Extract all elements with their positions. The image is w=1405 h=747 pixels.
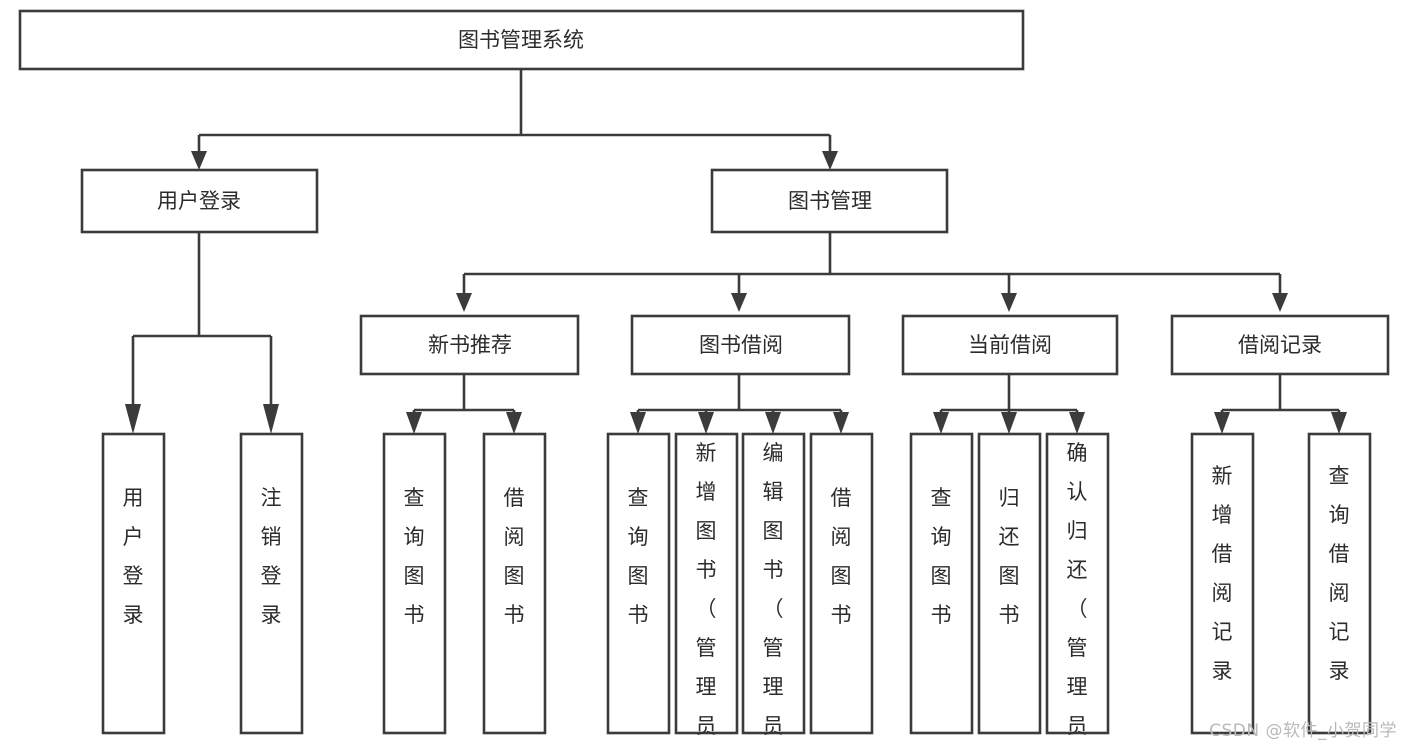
node-current-borrow-label: 当前借阅 bbox=[968, 333, 1052, 357]
node-new-book-rec-label: 新书推荐 bbox=[428, 333, 512, 357]
node-leaf-return-book-box[interactable] bbox=[977, 432, 1042, 735]
node-leaf-query-record[interactable]: 查询借阅记录 bbox=[1307, 432, 1372, 735]
arrow-head-icon bbox=[630, 412, 646, 434]
arrow-head-icon bbox=[1272, 293, 1288, 312]
node-leaf-logout-box[interactable] bbox=[239, 432, 304, 735]
arrow-head-icon bbox=[933, 412, 949, 434]
node-leaf-add-record[interactable]: 新增借阅记录 bbox=[1190, 432, 1255, 735]
node-book-manage[interactable]: 图书管理 bbox=[710, 168, 949, 234]
node-leaf-query-book-1[interactable]: 查询图书 bbox=[382, 432, 447, 735]
arrow-head-icon bbox=[406, 412, 422, 434]
connector-book-manage-to-level3 bbox=[456, 232, 1288, 312]
node-borrow-record-box[interactable] bbox=[1170, 314, 1390, 376]
node-leaf-borrow-book-1-label: 借阅图书 bbox=[504, 486, 525, 627]
node-user-login[interactable]: 用户登录 bbox=[80, 168, 319, 234]
node-leaf-return-book-label: 归还图书 bbox=[999, 486, 1020, 627]
node-leaf-confirm-return[interactable]: 确认归还（管理员） bbox=[1045, 432, 1110, 747]
node-leaf-add-record-label: 新增借阅记录 bbox=[1212, 464, 1233, 683]
arrow-head-icon bbox=[1001, 412, 1017, 434]
node-leaf-confirm-return-box[interactable] bbox=[1045, 432, 1110, 735]
node-book-manage-box[interactable] bbox=[710, 168, 949, 234]
node-leaf-user-login-label: 用户登录 bbox=[123, 486, 144, 627]
connector-borrow-record-to-leaves bbox=[1214, 374, 1347, 434]
node-leaf-logout-label: 注销登录 bbox=[261, 486, 282, 627]
arrow-head-icon bbox=[698, 412, 714, 434]
arrow-head-icon bbox=[833, 412, 849, 434]
node-leaf-query-book-3-label: 查询图书 bbox=[931, 486, 952, 627]
node-leaf-add-book-label: 新增图书（管理员） bbox=[696, 441, 717, 747]
node-leaf-edit-book[interactable]: 编辑图书（管理员） bbox=[741, 432, 806, 747]
node-root[interactable]: 图书管理系统 bbox=[18, 9, 1025, 71]
node-leaf-borrow-book-2-label: 借阅图书 bbox=[831, 486, 852, 627]
arrow-head-icon bbox=[1001, 293, 1017, 312]
node-leaf-query-record-label: 查询借阅记录 bbox=[1329, 464, 1350, 683]
node-root-box[interactable] bbox=[18, 9, 1025, 71]
node-leaf-borrow-book-1[interactable]: 借阅图书 bbox=[482, 432, 547, 735]
node-new-book-rec[interactable]: 新书推荐 bbox=[359, 314, 580, 376]
connector-new-book-rec-to-leaves bbox=[406, 374, 522, 434]
node-book-borrow-label: 图书借阅 bbox=[699, 333, 783, 357]
node-current-borrow-box[interactable] bbox=[901, 314, 1119, 376]
node-new-book-rec-box[interactable] bbox=[359, 314, 580, 376]
node-leaf-add-book[interactable]: 新增图书（管理员） bbox=[674, 432, 739, 747]
connector-root-to-level2 bbox=[191, 69, 838, 170]
node-leaf-add-book-box[interactable] bbox=[674, 432, 739, 735]
node-leaf-borrow-book-1-box[interactable] bbox=[482, 432, 547, 735]
node-book-borrow[interactable]: 图书借阅 bbox=[630, 314, 851, 376]
node-leaf-query-book-3[interactable]: 查询图书 bbox=[909, 432, 974, 735]
node-leaf-add-record-box[interactable] bbox=[1190, 432, 1255, 735]
arrow-head-icon bbox=[765, 412, 781, 434]
connector-user-login-to-leaves bbox=[125, 232, 279, 434]
connector-current-borrow-to-leaves bbox=[933, 374, 1085, 434]
node-user-login-box[interactable] bbox=[80, 168, 319, 234]
arrow-head-icon bbox=[822, 151, 838, 170]
node-leaf-user-login[interactable]: 用户登录 bbox=[101, 432, 166, 735]
arrow-head-icon bbox=[125, 404, 141, 434]
node-leaf-borrow-book-2[interactable]: 借阅图书 bbox=[809, 432, 874, 735]
node-leaf-confirm-return-label: 确认归还（管理员） bbox=[1067, 441, 1088, 747]
node-leaf-query-book-3-box[interactable] bbox=[909, 432, 974, 735]
node-user-login-label: 用户登录 bbox=[157, 189, 241, 213]
node-leaf-query-book-1-box[interactable] bbox=[382, 432, 447, 735]
node-leaf-return-book[interactable]: 归还图书 bbox=[977, 432, 1042, 735]
node-book-manage-label: 图书管理 bbox=[788, 189, 872, 213]
node-leaf-user-login-box[interactable] bbox=[101, 432, 166, 735]
node-leaf-query-book-1-label: 查询图书 bbox=[404, 486, 425, 627]
node-leaf-query-book-2-box[interactable] bbox=[606, 432, 671, 735]
arrow-head-icon bbox=[1331, 412, 1347, 434]
node-borrow-record[interactable]: 借阅记录 bbox=[1170, 314, 1390, 376]
node-book-borrow-box[interactable] bbox=[630, 314, 851, 376]
node-leaf-query-book-2[interactable]: 查询图书 bbox=[606, 432, 671, 735]
arrow-head-icon bbox=[506, 412, 522, 434]
arrow-head-icon bbox=[263, 404, 279, 434]
node-borrow-record-label: 借阅记录 bbox=[1238, 333, 1322, 357]
node-leaf-query-book-2-label: 查询图书 bbox=[628, 486, 649, 627]
node-leaf-edit-book-label: 编辑图书（管理员） bbox=[763, 441, 784, 747]
node-root-label: 图书管理系统 bbox=[458, 28, 584, 52]
node-leaf-borrow-book-2-box[interactable] bbox=[809, 432, 874, 735]
arrow-head-icon bbox=[1214, 412, 1230, 434]
arrow-head-icon bbox=[456, 293, 472, 312]
connector-book-borrow-to-leaves bbox=[630, 374, 849, 434]
arrow-head-icon bbox=[1069, 412, 1085, 434]
node-current-borrow[interactable]: 当前借阅 bbox=[901, 314, 1119, 376]
arrow-head-icon bbox=[731, 293, 747, 312]
node-leaf-query-record-box[interactable] bbox=[1307, 432, 1372, 735]
arrow-head-icon bbox=[191, 151, 207, 170]
node-leaf-logout[interactable]: 注销登录 bbox=[239, 432, 304, 735]
node-leaf-edit-book-box[interactable] bbox=[741, 432, 806, 735]
